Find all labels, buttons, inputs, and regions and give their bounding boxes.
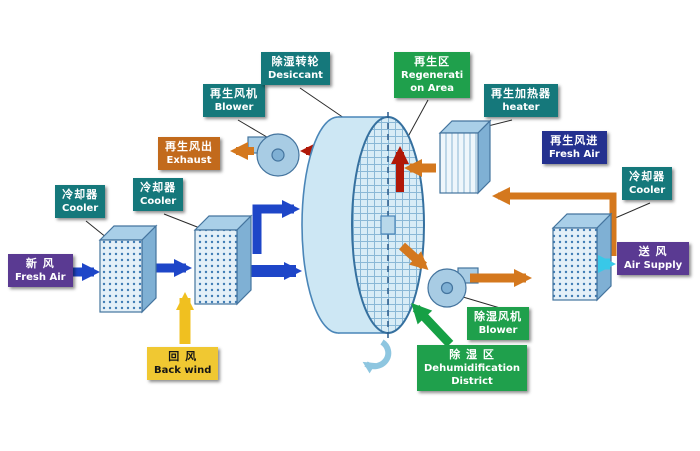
label-cooler-left2: 冷却器 Cooler [133,178,184,212]
label-cooler-right-en: Cooler [629,185,666,197]
label-regen-heater-en: heater [502,102,540,114]
label-dehum-blower-en: Blower [478,325,518,337]
label-regen-fresh-air-zh: 再生风进 [550,134,599,147]
label-desiccant-wheel: 除湿转轮 Desiccant [261,52,330,86]
label-regen-blower-zh: 再生风机 [210,87,258,100]
label-fresh-air-in-zh: 新 风 [25,257,55,270]
label-back-wind-en: Back wind [154,365,212,377]
arrow-wheel-to-dehum-blower [398,242,429,271]
label-regen-exhaust-en: Exhaust [166,155,212,167]
label-cooler-left2-zh: 冷却器 [140,181,177,194]
cooler-unit-2 [193,214,253,306]
label-regen-area-en2: on Area [410,83,454,95]
label-cooler-left2-en: Cooler [140,196,177,208]
label-dehum-blower: 除湿风机 Blower [467,307,529,341]
wheel-rotation-arrow [362,339,392,374]
cooler-unit-1 [98,224,158,314]
label-back-wind: 回 风 Back wind [147,347,219,381]
label-cooler-left1-zh: 冷却器 [62,188,99,201]
cooler-unit-right [551,212,613,302]
arrow-cooler2-to-wheel-high [252,200,300,254]
label-dehum-blower-zh: 除湿风机 [474,310,522,323]
label-air-supply: 送 风 Air Supply [617,242,690,276]
label-dehum-district: 除 湿 区 Dehumidification District [417,345,528,392]
label-regen-exhaust: 再生风出 Exhaust [158,137,220,171]
label-regen-fresh-air: 再生风进 Fresh Air [542,131,607,165]
label-regen-heater: 再生加热器 heater [484,84,558,118]
label-regen-exhaust-zh: 再生风出 [165,140,213,153]
label-regen-area: 再生区 Regenerati on Area [394,52,471,99]
label-cooler-left1-en: Cooler [62,203,99,215]
label-regen-heater-zh: 再生加热器 [491,87,551,100]
label-cooler-left1: 冷却器 Cooler [55,185,106,219]
label-regen-blower-en: Blower [214,102,254,114]
label-regen-blower: 再生风机 Blower [203,84,265,118]
label-dehum-district-en2: District [451,376,493,388]
label-dehum-district-en1: Dehumidification [424,363,521,375]
label-regen-area-zh: 再生区 [414,55,451,68]
label-desiccant-wheel-zh: 除湿转轮 [271,55,320,68]
arrow-regen-intake [492,187,617,256]
label-air-supply-zh: 送 风 [638,245,668,258]
label-back-wind-zh: 回 风 [168,350,198,363]
label-regen-area-en1: Regenerati [401,70,464,82]
label-desiccant-wheel-en: Desiccant [268,70,323,82]
label-fresh-air-in-en: Fresh Air [15,272,66,284]
desiccant-wheel [301,112,425,374]
arrow-dehum-district [411,302,454,348]
label-dehum-district-zh: 除 湿 区 [449,348,495,361]
label-cooler-right: 冷却器 Cooler [622,167,673,201]
label-air-supply-en: Air Supply [624,260,683,272]
regen-blower-unit [247,133,300,177]
label-regen-fresh-air-en: Fresh Air [549,149,600,161]
label-cooler-right-zh: 冷却器 [629,170,666,183]
heater-unit [438,119,492,195]
wheel-hub [380,215,396,235]
label-fresh-air-in: 新 风 Fresh Air [8,254,73,288]
